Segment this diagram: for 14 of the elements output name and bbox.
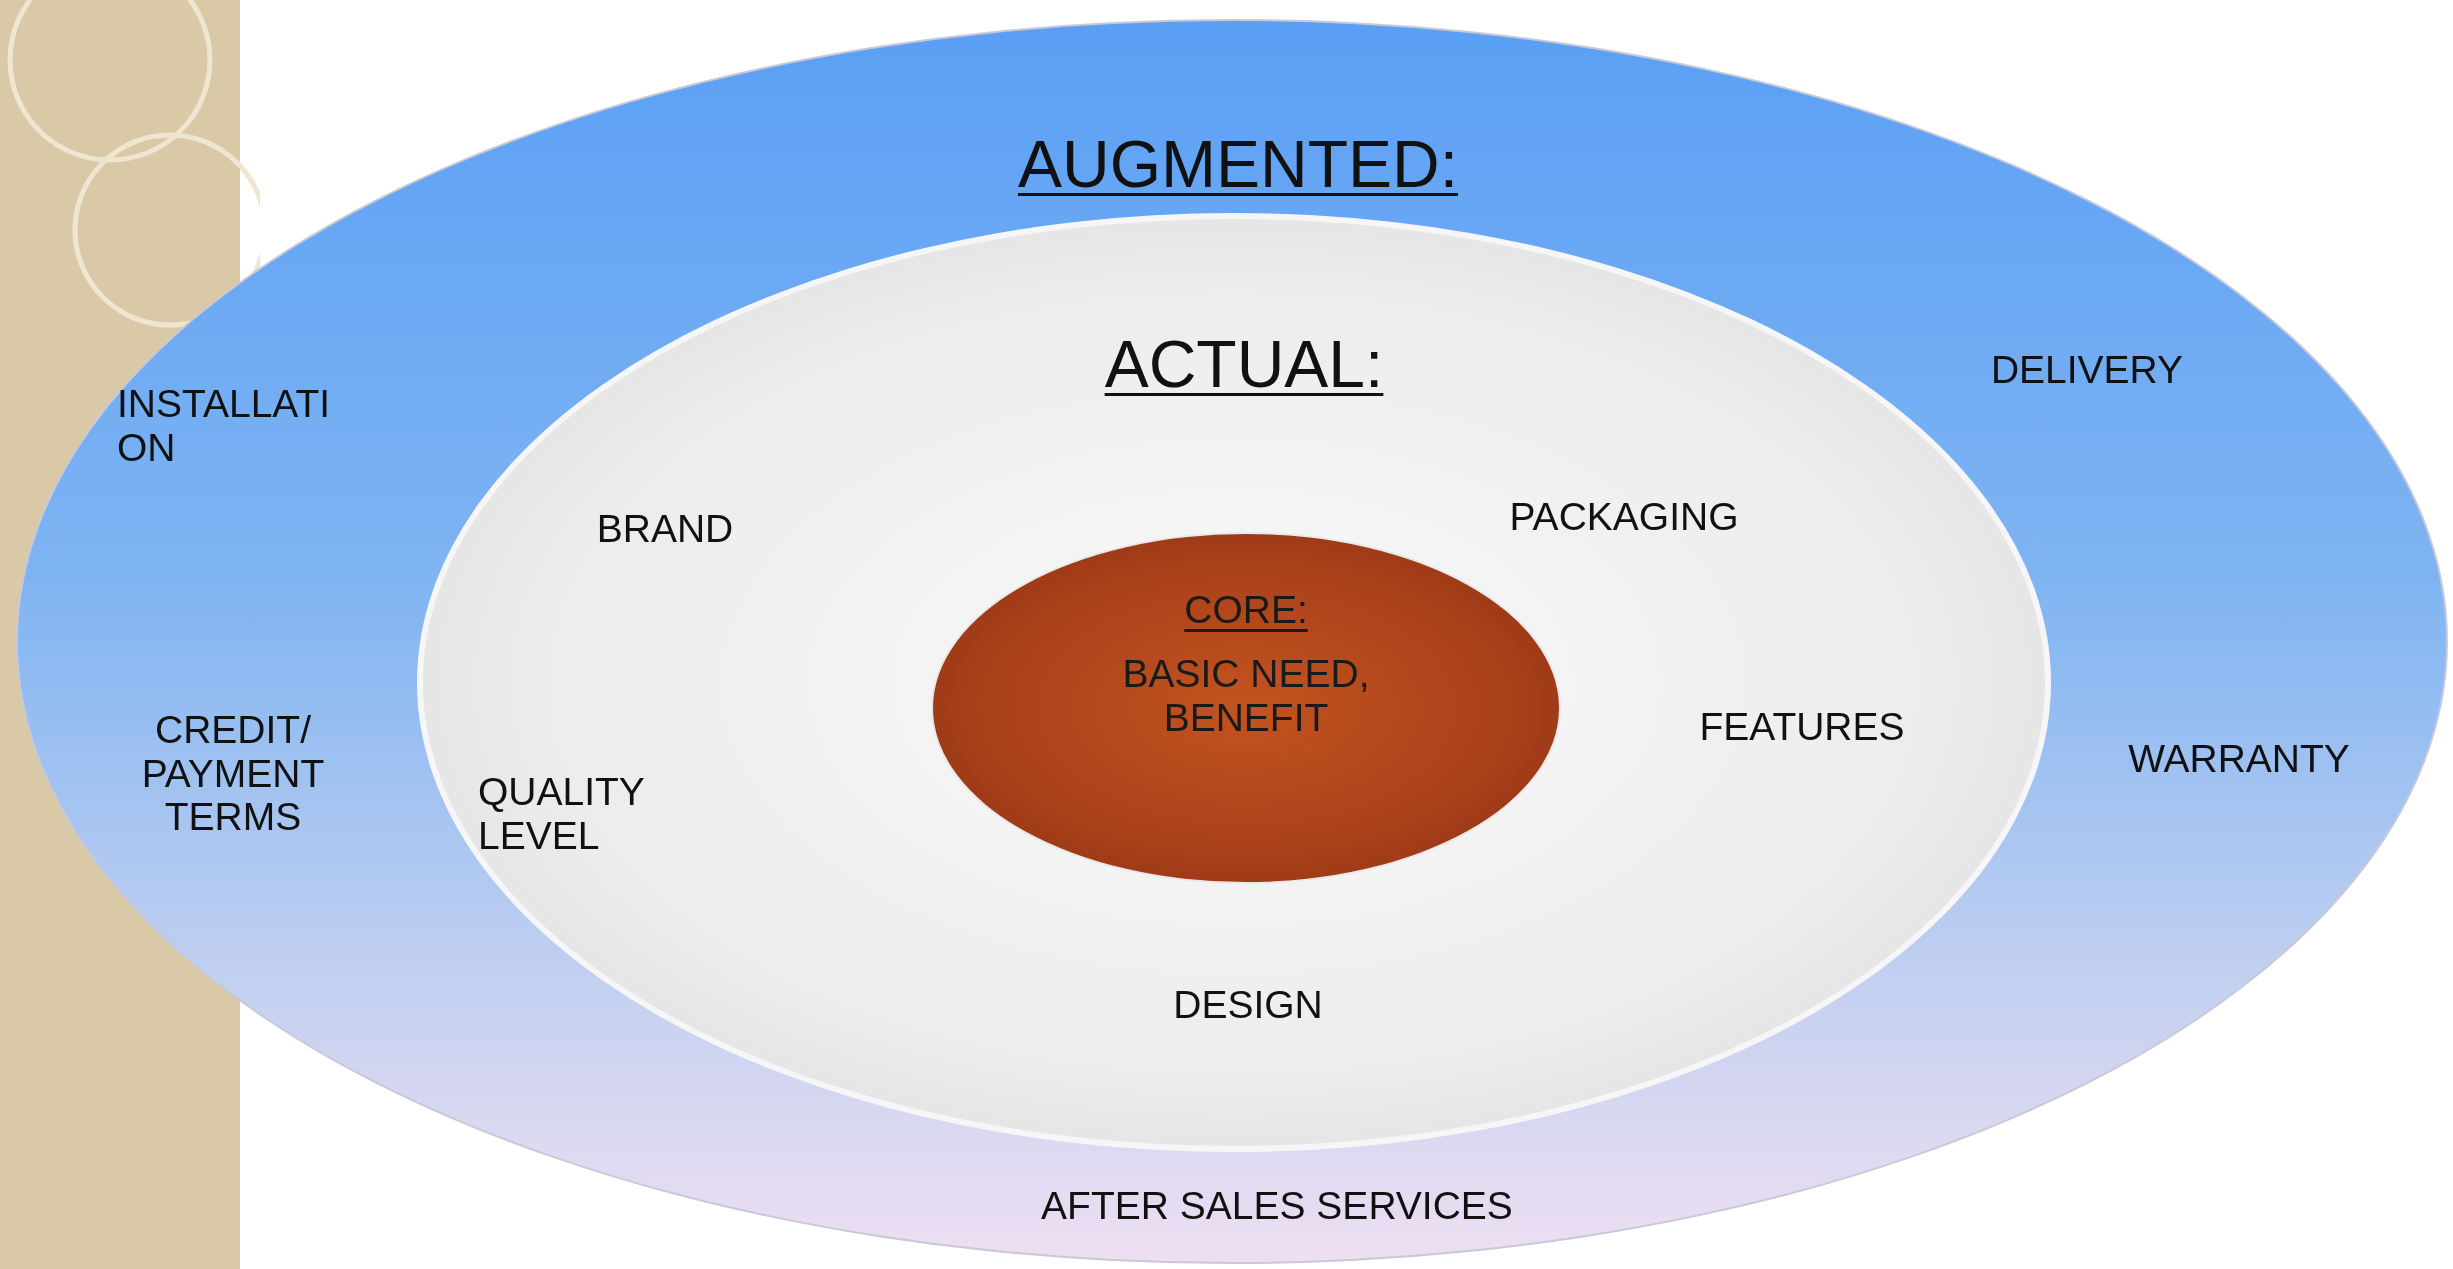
layer-label: DESIGN: [1172, 983, 1324, 1027]
layer-heading: CORE:: [1183, 588, 1309, 632]
layer-label: FEATURES: [1698, 705, 1906, 749]
layer-label: WARRANTY: [2127, 737, 2351, 781]
layer-heading: AUGMENTED:: [1017, 128, 1459, 202]
layer-label: CREDIT/ PAYMENT TERMS: [140, 708, 326, 839]
layer-label: AFTER SALES SERVICES: [1040, 1184, 1514, 1228]
layer-label: BRAND: [595, 507, 735, 551]
layer-label: QUALITY LEVEL: [478, 770, 646, 858]
layer-label: PACKAGING: [1508, 495, 1740, 539]
layer-heading: ACTUAL:: [1103, 328, 1385, 402]
layer-label: BASIC NEED, BENEFIT: [1121, 652, 1371, 740]
layer-label: DELIVERY: [1989, 348, 2185, 392]
layer-label: INSTALLATI ON: [117, 382, 332, 470]
